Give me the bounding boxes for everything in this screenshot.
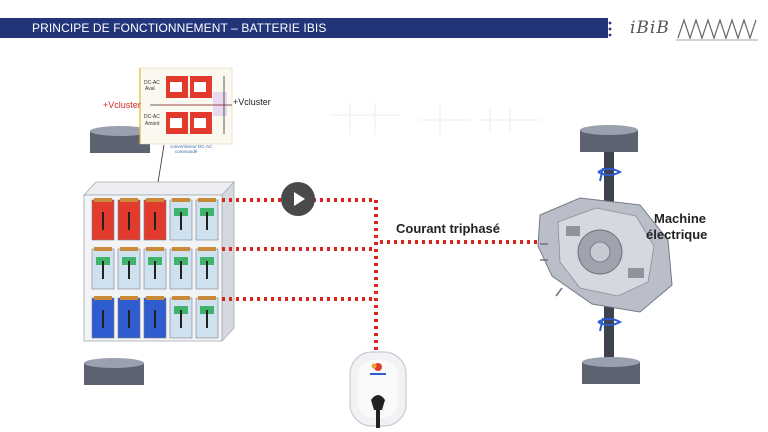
faded-background-graphic [330, 103, 540, 135]
battery-cell [143, 198, 167, 241]
battery-pack-icon [83, 180, 235, 343]
header-bar: PRINCIPE DE FONCTIONNEMENT – BATTERIE IB… [0, 18, 608, 38]
battery-cell [91, 247, 115, 290]
ground-pad-top-left [90, 126, 150, 153]
battery-cell [169, 247, 193, 290]
page-title: PRINCIPE DE FONCTIONNEMENT – BATTERIE IB… [32, 21, 327, 35]
battery-cell [117, 247, 141, 290]
play-button[interactable] [281, 182, 315, 216]
battery-cell [195, 198, 219, 241]
machine-label-line2: électrique [646, 227, 708, 242]
logo-coil-icon [676, 18, 758, 41]
battery-cell [143, 296, 167, 339]
battery-cell [91, 296, 115, 339]
ibib-logo: iBiB [630, 14, 760, 44]
converter-caption: convertisseur DC-AC [170, 144, 213, 149]
converter-bottom-sub-label: Amont [145, 121, 160, 127]
battery-cell [169, 296, 193, 339]
vcluster-right-label: +Vcluster [233, 97, 271, 107]
wheel-icon [582, 357, 640, 384]
wheel-icon [580, 125, 638, 152]
machine-label-line1: Machine [654, 211, 707, 226]
battery-cell [117, 198, 141, 241]
header-dots-icon [604, 18, 612, 37]
converter-top-label: DC-AC [144, 80, 160, 86]
battery-cell [117, 296, 141, 339]
flow-label: Courant triphasé [396, 221, 501, 236]
vcluster-left-label: +Vcluster [103, 100, 141, 110]
logo-text: iBiB [630, 18, 670, 38]
ground-pad-bottom-left [84, 358, 144, 385]
converter-caption-sub: commandé [175, 149, 198, 154]
battery-cell [169, 198, 193, 241]
motor-icon [537, 197, 673, 313]
converter-top-sub-label: Aval [145, 86, 155, 92]
battery-cell [195, 296, 219, 339]
charger-icon [349, 351, 407, 428]
battery-cell [91, 198, 115, 241]
converter-bottom-label: DC-AC [144, 114, 160, 120]
battery-cell [143, 247, 167, 290]
converter-schematic [139, 67, 233, 196]
battery-cell [195, 247, 219, 290]
